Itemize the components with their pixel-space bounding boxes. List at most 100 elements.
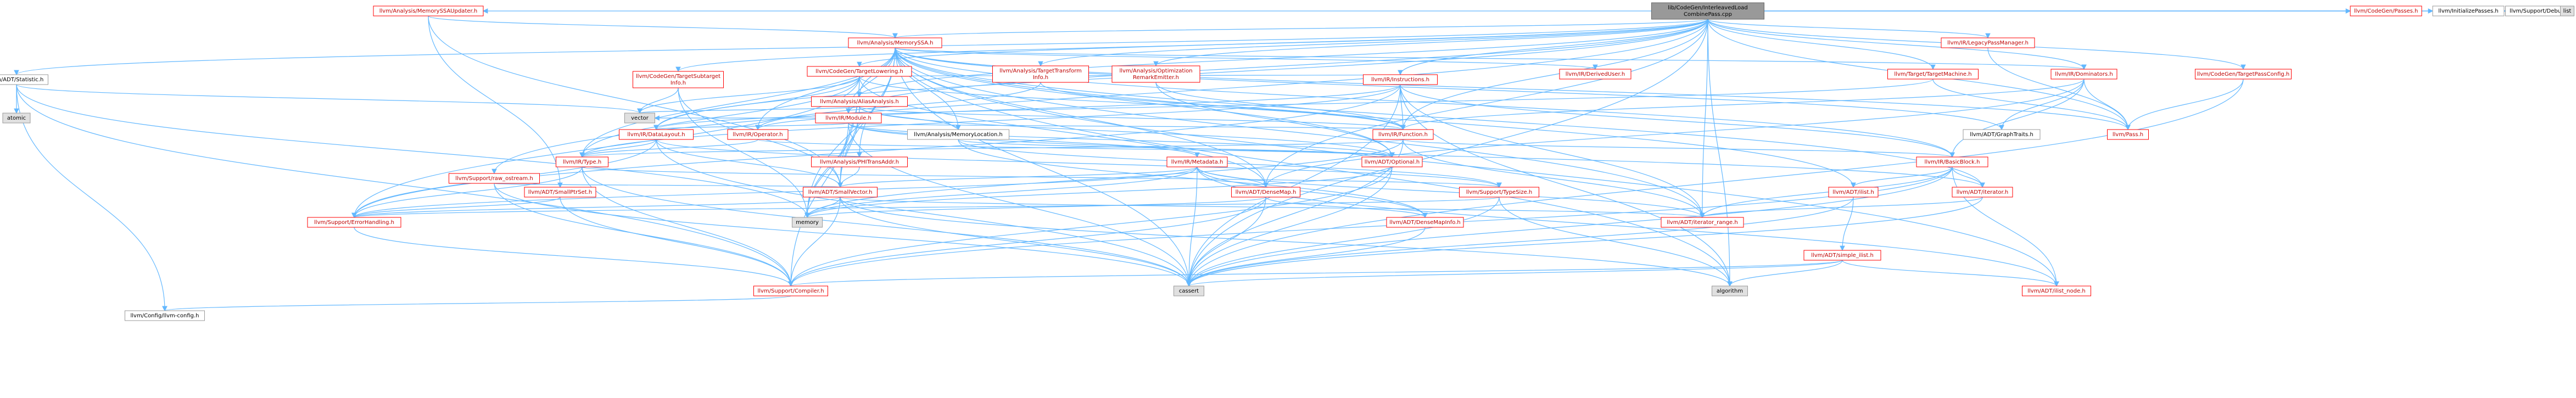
node-algorithm-box (1712, 285, 1748, 296)
edge-rawos-to-smallvec (494, 182, 842, 188)
node-simpleilist-box (1803, 250, 1881, 261)
node-mssa-box (848, 37, 942, 48)
node-smallptrset[interactable]: llvm/ADT/SmallPtrSet.h (524, 187, 596, 198)
node-tli[interactable]: llvm/CodeGen/TargetLowering.h (807, 66, 912, 77)
edge-ore-to-function (1155, 82, 1406, 131)
node-debug-label: llvm/Support/Debug.h (2510, 8, 2570, 14)
node-simpleilist[interactable]: llvm/ADT/simple_ilist.h (1803, 250, 1881, 261)
node-derived-label: llvm/IR/DerivedUser.h (1566, 71, 1625, 77)
node-mssaupd[interactable]: llvm/Analysis/MemorySSAUpdater.h (373, 5, 484, 16)
node-list: list (2560, 5, 2574, 16)
node-aa[interactable]: llvm/Analysis/AliasAnalysis.h (811, 96, 908, 107)
edge-densemap-to-cassert (1186, 197, 1266, 287)
node-stat: llvm/ADT/Statistic.h (0, 74, 48, 85)
edge-aa-to-optional (859, 106, 1395, 158)
node-smallvec[interactable]: llvm/ADT/SmallVector.h (803, 187, 878, 198)
edge-tm-to-pass (1932, 79, 2131, 131)
node-mssa[interactable]: llvm/Analysis/MemorySSA.h (848, 37, 942, 48)
edge-irtype-to-cassert (582, 166, 1192, 287)
edge-iterator-to-iterrange (1700, 197, 1983, 218)
node-errh[interactable]: llvm/Support/ErrorHandling.h (307, 217, 401, 228)
node-derived[interactable]: llvm/IR/DerivedUser.h (1559, 69, 1631, 80)
edge-mssaupd-to-smallvec (428, 15, 843, 188)
node-operator[interactable]: llvm/IR/Operator.h (727, 129, 789, 140)
node-atomic: atomic (2, 113, 31, 124)
edge-operator-to-optional (757, 139, 1395, 158)
edge-instrs-to-errh (351, 84, 1401, 218)
edge-mssa-to-pass (895, 47, 2131, 131)
edge-root-to-function (1400, 19, 1708, 131)
edge-root-to-tm (1707, 19, 1936, 70)
node-cassert: cassert (1174, 285, 1204, 296)
node-module[interactable]: llvm/IR/Module.h (815, 113, 882, 124)
node-tpc-box (2195, 69, 2292, 80)
node-dom[interactable]: llvm/IR/Dominators.h (2050, 69, 2117, 80)
edge-compiler-to-llvmconfig (162, 295, 791, 312)
edge-root-to-rawos (491, 19, 1708, 175)
node-cgp[interactable]: llvm/CodeGen/Passes.h (2350, 5, 2422, 16)
node-ilistnode[interactable]: llvm/ADT/ilist_node.h (2022, 285, 2091, 296)
edge-instrs-to-algorithm (1400, 84, 1733, 287)
node-dom-box (2050, 69, 2117, 80)
edge-function-to-memory (804, 139, 1404, 218)
node-typesize[interactable]: llvm/Support/TypeSize.h (1459, 187, 1539, 198)
node-initp-label: llvm/InitializePasses.h (2438, 8, 2498, 14)
node-function[interactable]: llvm/IR/Function.h (1372, 129, 1434, 140)
node-cgp-label: llvm/CodeGen/Passes.h (2354, 8, 2418, 14)
edge-iterator-to-cassert (1186, 197, 1983, 287)
node-densemap[interactable]: llvm/ADT/DenseMap.h (1231, 187, 1300, 198)
node-legacy[interactable]: llvm/IR/LegacyPassManager.h (1941, 37, 2035, 48)
node-rawos[interactable]: llvm/Support/raw_ostream.h (449, 173, 540, 184)
edge-bb-to-compiler (788, 166, 1953, 287)
edge-smallvec-to-cassert (840, 197, 1192, 287)
node-compiler[interactable]: llvm/Support/Compiler.h (753, 285, 828, 296)
edge-module-to-memory (804, 122, 849, 218)
edge-instrs-to-cassert (1186, 84, 1401, 287)
edge-mssa-to-bb (895, 47, 1955, 158)
edge-module-to-dl (653, 122, 849, 131)
edge-mssa-to-dom (895, 47, 2086, 70)
node-irtype[interactable]: llvm/IR/Type.h (556, 156, 608, 167)
edge-smallvec-to-errh (351, 197, 841, 218)
node-iterrange[interactable]: llvm/ADT/iterator_range.h (1661, 217, 1744, 228)
node-tm[interactable]: llvm/Target/TargetMachine.h (1887, 69, 1979, 80)
node-tm-label: llvm/Target/TargetMachine.h (1894, 71, 1971, 77)
node-graphtraits-box (1963, 129, 2041, 140)
node-optional[interactable]: llvm/ADT/Optional.h (1361, 156, 1423, 167)
edge-tli-to-dl (653, 76, 860, 131)
node-tpc[interactable]: llvm/CodeGen/TargetPassConfig.h (2195, 69, 2292, 80)
node-legacy-box (1941, 37, 2035, 48)
edge-bb-to-iterator (1952, 166, 1985, 188)
edge-metadata-to-iterrange (1197, 166, 1705, 218)
node-dl[interactable]: llvm/IR/DataLayout.h (619, 129, 694, 140)
node-instrs[interactable]: llvm/IR/Instructions.h (1363, 74, 1438, 85)
edge-instrs-to-operator (755, 84, 1401, 131)
node-vector-box (624, 113, 655, 124)
edge-smallptrset-to-compiler (560, 197, 794, 287)
edge-memloc-to-optional (958, 139, 1395, 158)
node-ilist[interactable]: llvm/ADT/ilist.h (1828, 187, 1879, 198)
node-dmi[interactable]: llvm/ADT/DenseMapInfo.h (1386, 217, 1464, 228)
node-bb[interactable]: llvm/IR/BasicBlock.h (1916, 156, 1988, 167)
node-smallvec-label: llvm/ADT/SmallVector.h (808, 189, 873, 195)
edge-mssa-to-derived (895, 47, 1598, 70)
node-stat-box (0, 74, 48, 85)
node-legacy-label: llvm/IR/LegacyPassManager.h (1947, 40, 2029, 46)
node-metadata-box (1166, 156, 1228, 167)
node-phitrans-label: llvm/Analysis/PHITransAddr.h (820, 159, 899, 165)
node-metadata[interactable]: llvm/IR/Metadata.h (1166, 156, 1228, 167)
node-densemap-box (1231, 187, 1300, 198)
edge-root-to-legacy (1707, 19, 1991, 39)
node-pass[interactable]: llvm/Pass.h (2107, 129, 2149, 140)
node-mssa-label: llvm/Analysis/MemorySSA.h (857, 40, 934, 46)
node-iterator[interactable]: llvm/ADT/iterator.h (1952, 187, 2013, 198)
edge-mssa-to-operator (755, 47, 896, 131)
edge-metadata-to-errh (351, 166, 1198, 218)
node-phitrans[interactable]: llvm/Analysis/PHITransAddr.h (811, 156, 908, 167)
node-function-box (1372, 129, 1434, 140)
